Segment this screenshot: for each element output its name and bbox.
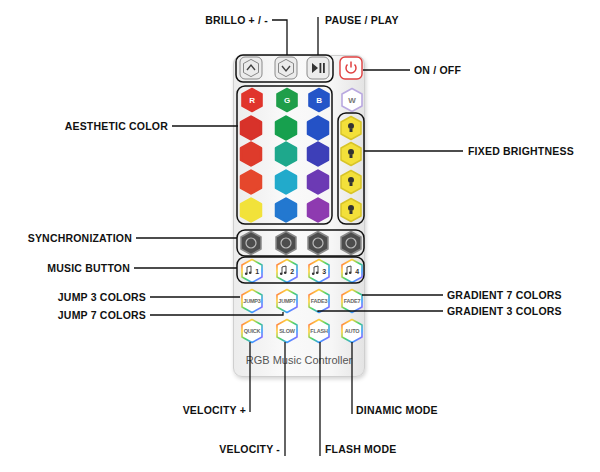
music-note-symbol [316, 271, 319, 274]
callout-label: JUMP 7 COLORS [58, 309, 146, 321]
callout-label: SYNCHRONIZATION [28, 232, 132, 244]
remote-button: FLASH [307, 318, 331, 344]
button-label: JUMP7 [275, 288, 299, 314]
button-label: SLOW [275, 318, 299, 344]
remote-button: 4 [340, 258, 364, 284]
button-label: G [275, 87, 299, 113]
remote-body: RGB Music Controller RGBW 1234JUMP3 JUMP7 FA… [233, 55, 365, 377]
button-shape [307, 258, 331, 284]
button-label: FADE3 [307, 288, 331, 314]
remote-button: R [240, 87, 264, 113]
music-note-symbol [312, 272, 315, 275]
remote-button: QUICK [240, 318, 264, 344]
music-note-symbol [282, 266, 286, 274]
remote-button: FADE3 [307, 288, 331, 314]
button-label: B [307, 87, 331, 113]
callout-label: GRADIENT 7 COLORS [447, 289, 562, 301]
callout-label: VELOCITY + [183, 404, 246, 416]
music-note-symbol [280, 272, 283, 275]
music-note-symbol [284, 271, 287, 274]
callout-label: VELOCITY - [219, 443, 280, 455]
music-note-symbol [349, 271, 352, 274]
callout-label: FIXED BRIGHTNESS [468, 145, 574, 157]
button-label: W [340, 87, 364, 113]
callout-label: BRILLO + / - [205, 14, 268, 26]
button-hexagon [342, 260, 362, 283]
remote-button: JUMP3 [240, 288, 264, 314]
button-hexagon [277, 260, 297, 283]
callout-label: AESTHETIC COLOR [65, 120, 168, 132]
remote-button: 2 [275, 258, 299, 284]
button-label: JUMP3 [240, 288, 264, 314]
leader-lines-part [134, 267, 237, 268]
button-hexagon [309, 260, 329, 283]
music-note-symbol [247, 266, 251, 274]
callout-label: DINAMIC MODE [356, 404, 438, 416]
remote-button: W [340, 87, 364, 113]
callout-label: JUMP 3 COLORS [58, 291, 146, 303]
button-label: AUTO [340, 318, 364, 344]
button-label: R [240, 87, 264, 113]
remote-button: 1 [240, 258, 264, 284]
callout-label: FLASH MODE [325, 443, 396, 455]
leader-lines-part [272, 20, 287, 55]
remote-title: RGB Music Controller [234, 354, 364, 366]
callout-label: GRADIENT 3 COLORS [447, 305, 562, 317]
leader-lines-part [136, 237, 237, 238]
leader-lines-part [364, 150, 463, 151]
callout-label: ON / OFF [414, 64, 461, 76]
callout-label: PAUSE / PLAY [325, 14, 399, 26]
remote-button: FADE7 [340, 288, 364, 314]
button-label: 4 [345, 258, 369, 284]
leader-lines-part [362, 294, 443, 295]
music-note-symbol [314, 266, 318, 274]
button-shape [240, 258, 264, 284]
callout-label: MUSIC BUTTON [47, 262, 130, 274]
leader-lines [134, 17, 463, 456]
leader-lines-part [172, 125, 238, 126]
leader-lines-part [317, 17, 318, 55]
remote-button: 3 [307, 258, 331, 284]
button-label: 3 [312, 258, 336, 284]
button-label: QUICK [240, 318, 264, 344]
button-shape [340, 258, 364, 284]
leader-lines-part [150, 296, 240, 297]
button-label: 1 [245, 258, 269, 284]
button-hexagon [242, 260, 262, 283]
music-note-symbol [249, 271, 252, 274]
leader-lines-part [363, 69, 410, 70]
remote-button: SLOW [275, 318, 299, 344]
remote-button: AUTO [340, 318, 364, 344]
music-note-symbol [345, 272, 348, 275]
button-label: 2 [280, 258, 304, 284]
remote-button: B [307, 87, 331, 113]
remote-button: JUMP7 [275, 288, 299, 314]
remote-button: G [275, 87, 299, 113]
music-note-symbol [245, 272, 248, 275]
button-label: FLASH [307, 318, 331, 344]
music-note-symbol [347, 266, 351, 274]
button-shape [275, 258, 299, 284]
button-label: FADE7 [340, 288, 364, 314]
